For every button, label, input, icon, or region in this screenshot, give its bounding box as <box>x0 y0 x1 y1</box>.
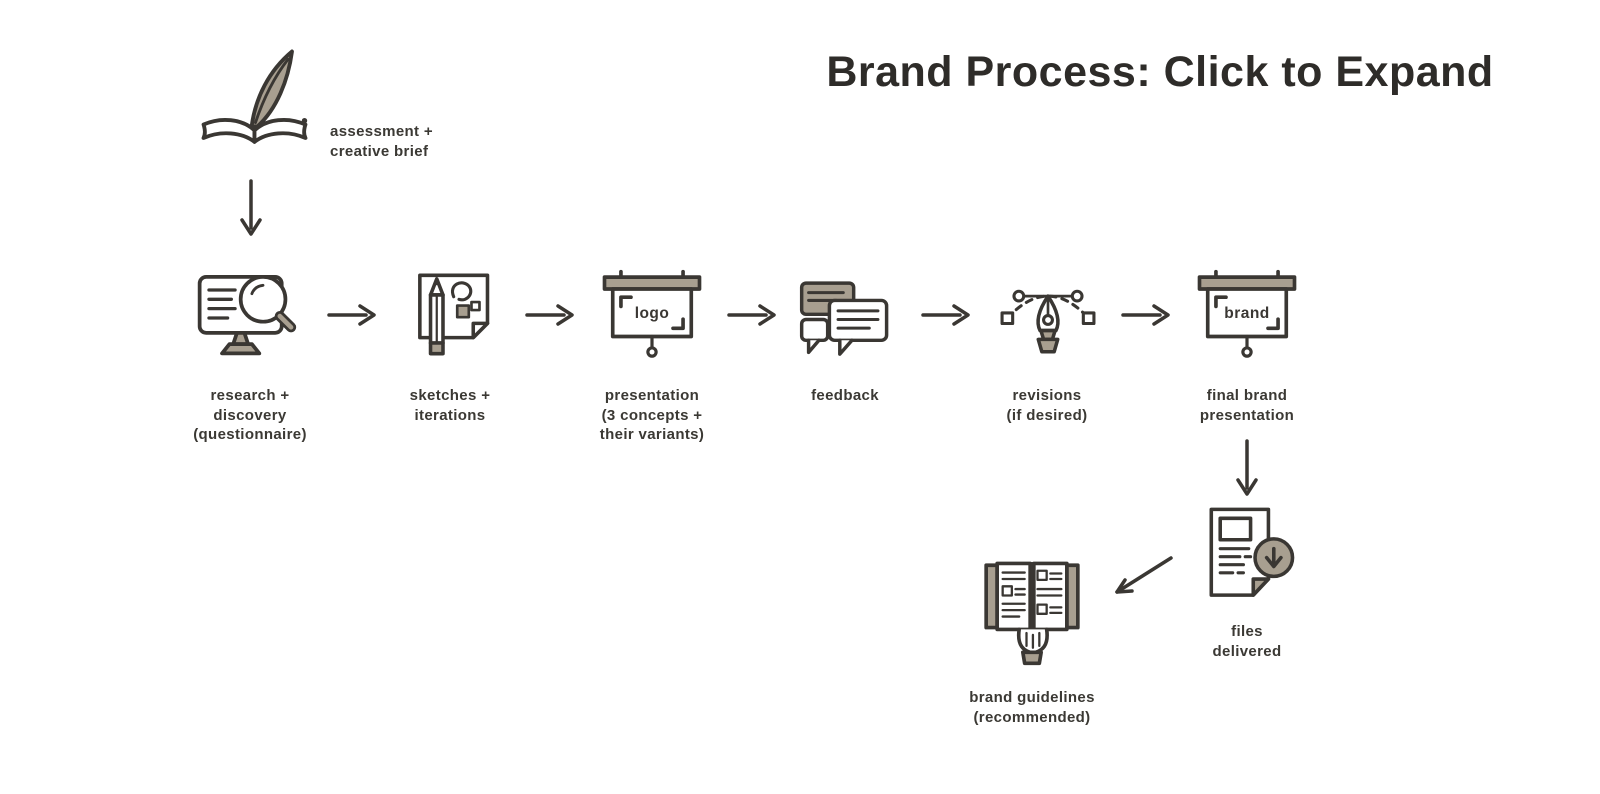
projector-screen-brand-icon[interactable]: brand <box>1192 268 1302 363</box>
label-sketches: sketches + iterations <box>409 387 491 424</box>
arrow-right-4 <box>920 302 974 328</box>
page-title: Brand Process: Click to Expand <box>826 48 1494 96</box>
arrow-right-2 <box>524 302 578 328</box>
label-revisions: revisions (if desired) <box>1006 387 1088 424</box>
screen-text-brand: brand <box>1224 305 1269 322</box>
label-research: research + discovery (questionnaire) <box>193 387 307 443</box>
arrow-right-5 <box>1120 302 1174 328</box>
open-book-hand-icon[interactable] <box>977 556 1087 668</box>
label-feedback: feedback <box>811 387 879 404</box>
quill-book-icon[interactable] <box>192 38 317 163</box>
arrow-down-2 <box>1234 438 1260 500</box>
computer-search-icon[interactable] <box>194 262 306 359</box>
arrow-right-3 <box>726 302 780 328</box>
label-presentation: presentation (3 concepts + their variant… <box>599 387 705 443</box>
document-download-icon[interactable] <box>1197 504 1297 613</box>
arrow-down-1 <box>238 178 264 240</box>
pencil-paper-icon[interactable] <box>402 270 500 359</box>
arrow-right-1 <box>326 302 380 328</box>
label-files: files delivered <box>1212 623 1282 660</box>
label-assessment: assessment + creative brief <box>330 123 434 160</box>
label-guidelines: brand guidelines (recommended) <box>969 689 1095 726</box>
chat-bubbles-icon[interactable] <box>793 276 897 363</box>
screen-text-logo: logo <box>635 305 670 322</box>
projector-screen-logo-icon[interactable]: logo <box>597 268 707 363</box>
pen-tool-icon[interactable] <box>995 274 1101 358</box>
arrow-diagonal-left <box>1103 550 1179 604</box>
label-final-presentation: final brand presentation <box>1199 387 1295 424</box>
